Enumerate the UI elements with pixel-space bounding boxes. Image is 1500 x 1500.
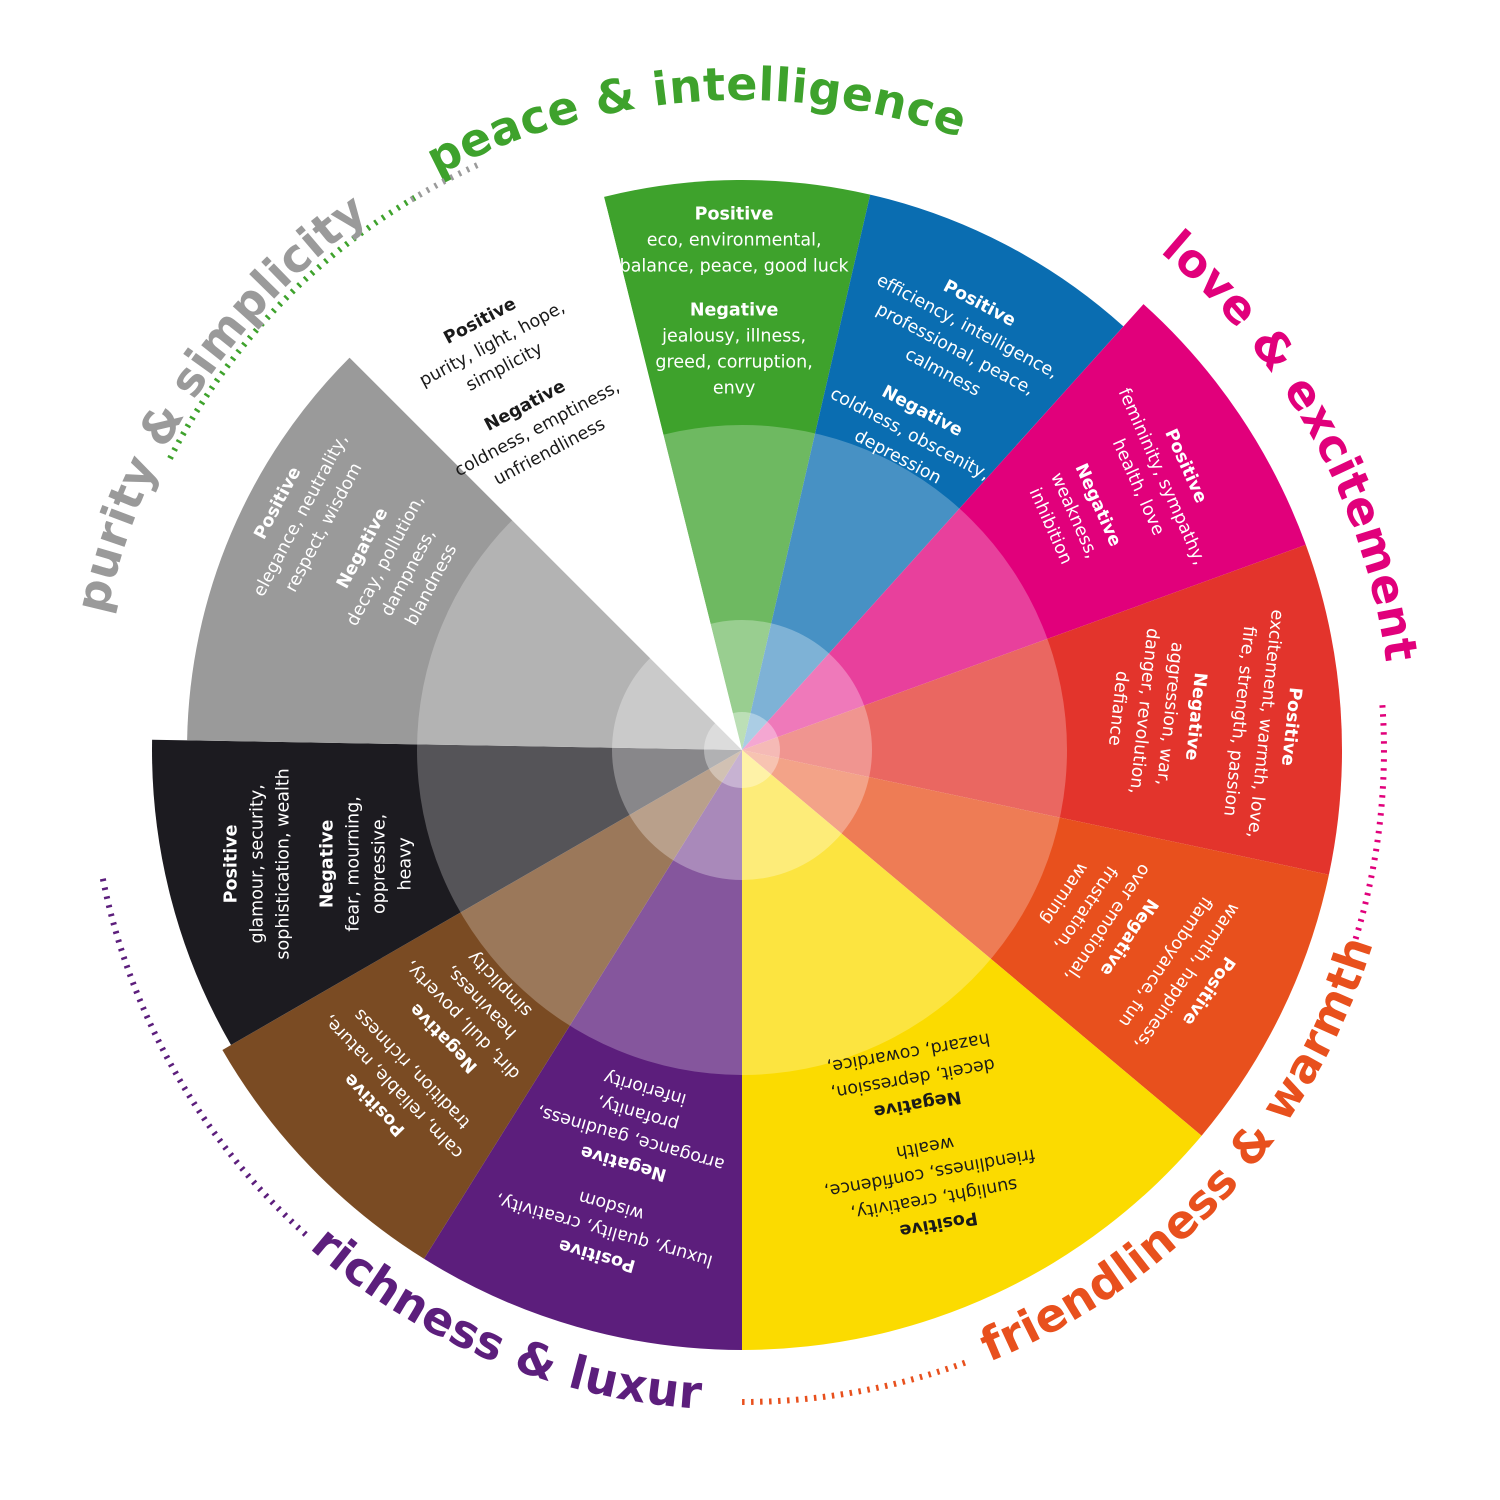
center-ring-3: [704, 712, 780, 788]
theme-dots-richness: [99, 873, 308, 1237]
positive-line: balance, peace, good luck: [620, 257, 850, 277]
center-ring-2: [612, 620, 872, 880]
segment-orange: [742, 750, 1329, 1136]
segment-green: [604, 179, 871, 751]
segment-brown: [222, 750, 742, 1259]
negative-line: fear, mourning,: [344, 796, 364, 931]
segment-grey: [187, 357, 743, 750]
negative-line: heavy: [396, 837, 416, 890]
negative-line: jealousy, illness,: [661, 327, 806, 347]
positive-line: sophistication, wealth: [274, 768, 294, 959]
theme-dots-love: [1349, 704, 1387, 950]
theme-dots-purity: [409, 160, 483, 203]
segment-purple: [424, 750, 742, 1350]
segment-text-green: Positive eco, environmental, balance, peac…: [620, 205, 850, 399]
theme-label-peace: peace & intelligence: [417, 57, 974, 186]
positive-label: Positive: [222, 824, 242, 903]
segment-yellow: [742, 750, 1202, 1350]
positive-line: eco, environmental,: [647, 231, 822, 251]
segment-blue: [742, 194, 1124, 751]
center-rings: [417, 425, 1067, 1075]
negative-line: greed, corruption,: [655, 353, 812, 373]
negative-line: oppressive,: [370, 814, 390, 914]
segment-text-black: Positive glamour, security, sophistication…: [222, 768, 416, 959]
positive-line: glamour, security,: [248, 784, 268, 943]
center-ring-1: [417, 425, 1067, 1075]
negative-label: Negative: [690, 301, 779, 321]
segment-white: [346, 206, 742, 751]
segment-red: [742, 544, 1342, 875]
negative-line: envy: [713, 379, 756, 399]
segment-pink: [742, 304, 1306, 750]
positive-label: Positive: [695, 205, 774, 225]
segment-black: [152, 739, 743, 1045]
negative-label: Negative: [318, 820, 338, 909]
wheel-segments: [152, 179, 1342, 1350]
theme-dots-friendly: [741, 1359, 967, 1405]
